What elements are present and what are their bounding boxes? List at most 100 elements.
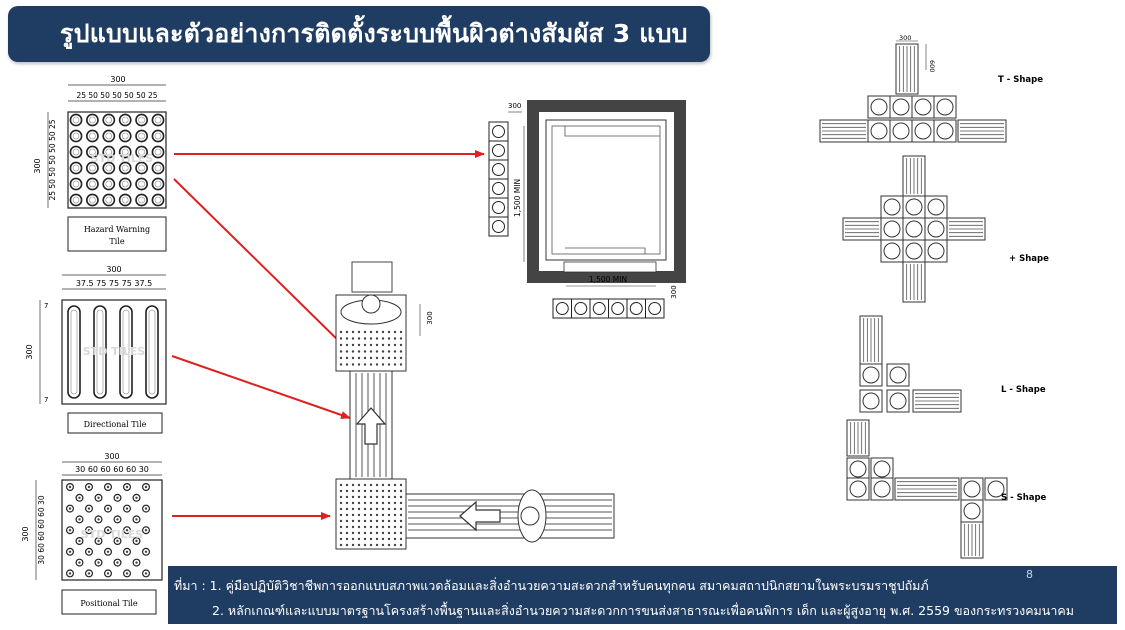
positional-label: Positional Tile [80,599,138,608]
directional-bar-set [67,305,159,399]
shape-dot-tile-circle [905,220,923,238]
walk-dot [363,330,367,334]
walk-dot [381,343,385,347]
walk-dot [375,489,379,493]
walk-dot [375,501,379,505]
hazard-side-dims: 25 50 50 50 50 50 25 [48,119,57,200]
positional-dot-center [125,550,129,553]
walk-horizontal-directional [408,499,612,531]
hazard-dot [69,177,83,191]
hazard-dot-inner [121,148,129,156]
hazard-dot-inner [72,196,80,204]
positional-dot-center [87,485,91,489]
walk-dot [369,525,373,529]
walk-dot [363,363,367,366]
walk-dot [375,543,379,547]
hazard-dot-inner [154,132,162,140]
walk-dot [399,537,403,541]
walk-dot [357,337,361,340]
walk-dot [381,495,385,499]
hazard-dot [86,161,99,175]
walk-dot [369,543,373,547]
elevator-plan: 300 1,500 MIN 1,500 MIN 300 [488,100,686,319]
hazard-dot [69,129,83,143]
walk-dot [369,337,373,340]
watermark: STD TILES [91,152,154,165]
hazard-dot [118,113,132,127]
walk-dot [339,543,343,547]
hazard-dot [86,193,99,207]
source-footer: ที่มา : 1. คู่มือปฏิบัติวิชาชีพการออกแบบ… [168,566,1117,624]
hazard-width-label: 300 [110,75,125,84]
walk-dot [399,543,403,547]
walk-dot [393,356,397,360]
walk-dot [399,343,403,347]
hazard-dot [86,145,99,159]
shape-dot-tile-circle [987,480,1005,498]
walk-dot [375,356,379,360]
walk-dot [393,495,397,499]
walk-dot [357,531,361,535]
positional-side-dims: 30 60 60 60 60 30 [37,495,46,564]
walk-dot [387,519,391,523]
walk-hazard-top-dots [339,330,403,366]
walk-dot [345,350,349,353]
walk-dot [387,330,391,334]
positional-dot-center [87,529,91,532]
walk-dot [357,483,361,487]
walkway-plan: 300 [335,261,615,550]
l-shape-label: L - Shape [1001,385,1046,395]
walk-dot [351,495,355,499]
elevator-tile-dot [492,220,505,233]
hazard-label-line2: Tile [109,237,124,246]
hazard-dot [86,129,99,143]
walk-dot [357,501,361,505]
hazard-dot-inner [105,180,113,188]
walk-dot [357,489,361,493]
positional-dot-center [125,572,129,575]
hazard-dot-inner [72,164,80,172]
walk-dot [399,507,403,511]
walk-dot [351,519,355,523]
walk-dot [351,513,355,517]
hazard-height-label: 300 [33,158,42,173]
directional-bar [67,305,81,399]
walk-dot [375,343,379,347]
walk-dot [387,531,391,535]
hazard-label-line1: Hazard Warning [84,225,150,234]
positional-dot-center [125,529,129,532]
walk-dot [387,525,391,529]
walk-dot [339,489,343,493]
walk-dot [357,350,361,353]
positional-dot-center [87,507,91,510]
walk-dot [387,501,391,505]
shape-dot-tile-circle [927,198,945,216]
walk-dot [387,513,391,517]
walk-dot [393,537,397,541]
walk-dot [357,519,361,523]
walk-dot [345,501,349,505]
hazard-dot-inner [154,180,162,188]
hazard-dot-inner [154,116,162,124]
elevator-tile-dot [629,302,643,315]
walk-dot [393,507,397,511]
walk-dot [393,337,397,340]
elevator-tile-dot [611,302,625,315]
hazard-dot [118,161,132,175]
walk-dot [399,489,403,493]
walk-dot [369,356,373,360]
walk-dot [363,507,367,511]
positional-dot-center [97,518,100,521]
positional-dot-center [78,518,81,521]
shape-dot-tile-circle [914,122,932,140]
positional-dot-center [144,572,148,575]
directional-label: Directional Tile [84,420,147,429]
walk-dot [351,363,355,366]
plus-shape-label: + Shape [1009,254,1049,264]
walk-dot [351,543,355,547]
positional-top-dims: 30 60 60 60 60 30 [75,465,149,474]
source-line-1: ที่มา : 1. คู่มือปฏิบัติวิชาชีพการออกแบบ… [174,576,929,596]
walk-dot [369,513,373,517]
hazard-dot [135,177,148,191]
walk-dot [351,356,355,360]
